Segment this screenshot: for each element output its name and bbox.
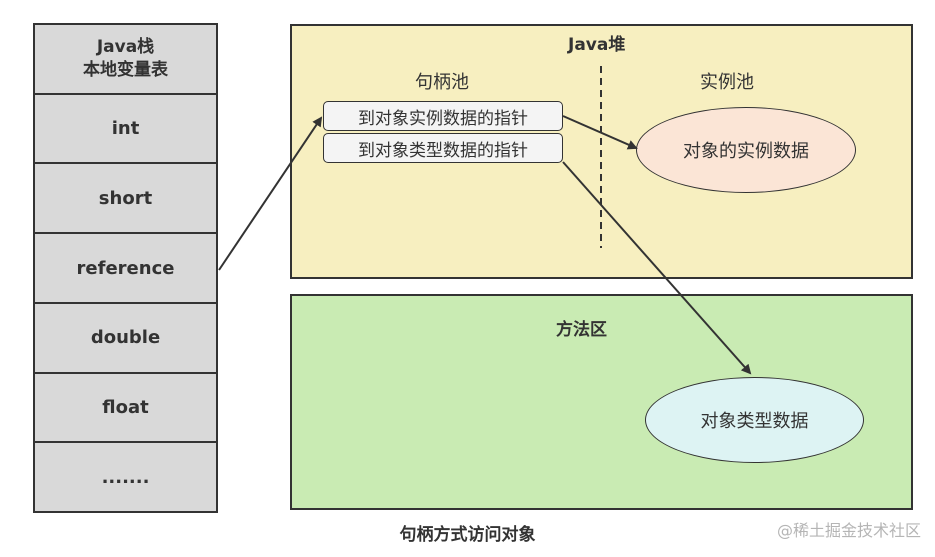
stack-cell-float: float — [35, 371, 216, 442]
stack-cell-reference: reference — [35, 232, 216, 302]
handle-pool-label: 句柄池 — [415, 72, 469, 93]
stack-cell-double: double — [35, 301, 216, 372]
heap-title: Java堆 — [568, 35, 626, 55]
stack-subtitle: 本地变量表 — [83, 59, 168, 80]
instance-pool-label: 实例池 — [700, 72, 754, 93]
stack-header: Java栈 本地变量表 — [35, 25, 216, 93]
object-instance-data-ellipse: 对象的实例数据 — [636, 107, 856, 193]
diagram-caption: 句柄方式访问对象 — [399, 525, 536, 545]
stack-cell-int: int — [35, 92, 216, 163]
java-stack-local-variable-table: Java栈 本地变量表 int short reference double f… — [33, 23, 218, 513]
stack-cell-ellipsis: ....... — [35, 441, 216, 511]
stack-cell-short: short — [35, 162, 216, 232]
pointer-to-instance-data-box: 到对象实例数据的指针 — [323, 101, 563, 131]
pointer-to-type-data-box: 到对象类型数据的指针 — [323, 133, 563, 163]
watermark: @稀土掘金技术社区 — [776, 521, 921, 540]
stack-title: Java栈 — [96, 36, 155, 57]
method-area-title: 方法区 — [556, 320, 607, 340]
object-type-data-ellipse: 对象类型数据 — [645, 377, 864, 463]
